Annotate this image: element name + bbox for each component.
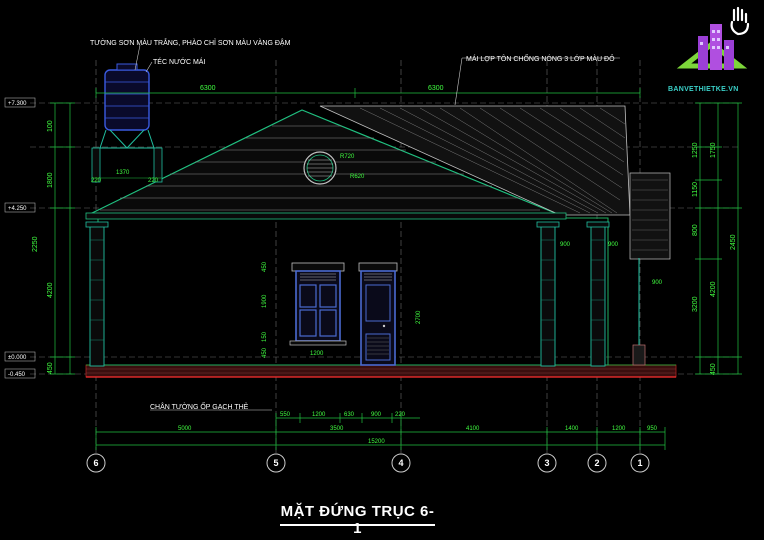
bottom-dim: 630 bbox=[344, 412, 355, 418]
right-dim: 4200 bbox=[710, 281, 717, 297]
axis-label: 1 bbox=[637, 458, 642, 468]
round-window-dim: R720 bbox=[340, 154, 355, 160]
left-dim: 1800 bbox=[47, 172, 54, 188]
roof-note: MÁI LỢP TÔN CHỐNG NÓNG 3 LỚP MÀU ĐỎ bbox=[466, 53, 615, 63]
window-dim: 450 bbox=[262, 347, 268, 358]
drawing-title: MẶT ĐỨNG TRỤC 6-1 bbox=[280, 503, 435, 537]
bottom-total: 15200 bbox=[368, 439, 385, 445]
window-dim: 450 bbox=[262, 261, 268, 272]
tank-dim: 220 bbox=[148, 178, 159, 184]
axis-label: 2 bbox=[594, 458, 599, 468]
bottom-dim: 4100 bbox=[466, 426, 480, 432]
window-dim: 2700 bbox=[416, 310, 422, 324]
right-dim: 1750 bbox=[710, 142, 717, 158]
porch-dim: 900 bbox=[652, 280, 663, 286]
level-label: +4.250 bbox=[8, 206, 27, 212]
bottom-dim: 900 bbox=[371, 412, 382, 418]
bottom-dim: 550 bbox=[280, 412, 291, 418]
right-dim: 1250 bbox=[692, 142, 699, 158]
left-dim: 4200 bbox=[47, 282, 54, 298]
bottom-dim: 950 bbox=[647, 426, 658, 432]
logo-text: BANVETHIETKE.VN bbox=[668, 86, 739, 93]
top-dim: 6300 bbox=[200, 85, 216, 92]
axis-bubble bbox=[630, 453, 650, 473]
banvethietke-logo bbox=[676, 6, 750, 70]
left-dim: 450 bbox=[47, 362, 54, 374]
window-dim: 1200 bbox=[310, 351, 324, 357]
level-label: +7.300 bbox=[8, 101, 27, 107]
tank-dim: 220 bbox=[91, 178, 102, 184]
axis-bubble bbox=[537, 453, 557, 473]
axis-bubble bbox=[587, 453, 607, 473]
left-dim: 2250 bbox=[32, 236, 39, 252]
bottom-dim: 1400 bbox=[565, 426, 579, 432]
round-window-dim: R620 bbox=[350, 174, 365, 180]
axis-label: 4 bbox=[398, 458, 403, 468]
bottom-dim: 1200 bbox=[612, 426, 626, 432]
right-dim: 3200 bbox=[692, 296, 699, 312]
right-dim: 800 bbox=[692, 224, 699, 236]
right-dim: 2450 bbox=[730, 234, 737, 250]
bottom-dim: 1200 bbox=[312, 412, 326, 418]
tank-dim: 1370 bbox=[116, 170, 130, 176]
axis-label: 5 bbox=[273, 458, 278, 468]
right-dim: 1150 bbox=[692, 182, 699, 197]
axis-bubble bbox=[266, 453, 286, 473]
axis-bubble bbox=[391, 453, 411, 473]
window-dim: 1900 bbox=[262, 294, 268, 308]
hand-icon bbox=[730, 6, 750, 36]
porch-dim: 900 bbox=[560, 242, 571, 248]
bottom-dim: 220 bbox=[395, 412, 406, 418]
axis-label: 3 bbox=[544, 458, 549, 468]
right-dim: 450 bbox=[710, 363, 717, 375]
window-dim: 150 bbox=[262, 331, 268, 342]
axis-label: 6 bbox=[93, 458, 98, 468]
axis-bubble bbox=[86, 453, 106, 473]
top-dim: 6300 bbox=[428, 85, 444, 92]
bottom-dim: 5000 bbox=[178, 426, 192, 432]
porch-dim: 900 bbox=[608, 242, 619, 248]
bottom-dim: 3500 bbox=[330, 426, 344, 432]
left-dim: 100 bbox=[47, 120, 54, 132]
title-underline bbox=[280, 524, 435, 526]
wall-base-note: CHÂN TƯỜNG ỐP GẠCH THẺ bbox=[150, 401, 249, 411]
tank-note: TƯỜNG SƠN MÀU TRẮNG, PHÀO CHỈ SƠN MÀU VÀ… bbox=[90, 38, 291, 47]
level-label: -0.450 bbox=[8, 372, 26, 378]
level-label: ±0.000 bbox=[8, 355, 27, 361]
tank-label: TÉC NƯỚC MÁI bbox=[153, 57, 205, 66]
